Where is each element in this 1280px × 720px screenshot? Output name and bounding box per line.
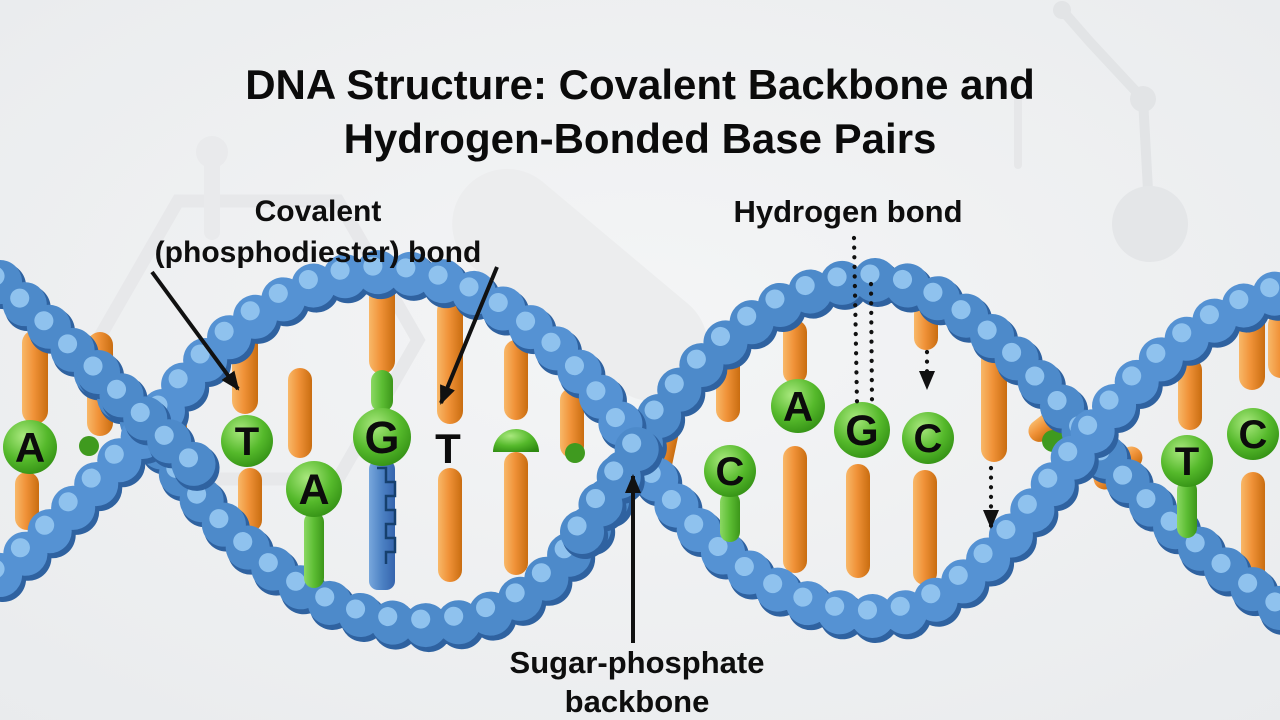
- base-stem-green: [720, 492, 740, 542]
- base-letter: A: [298, 466, 329, 514]
- base-sphere: [1227, 408, 1279, 460]
- base-pair-rung: [504, 452, 528, 575]
- base-C: C: [1227, 408, 1279, 460]
- base-letter: C: [716, 450, 745, 494]
- base-sphere: [286, 461, 342, 517]
- watermark-atom-small: [1053, 1, 1071, 19]
- base-pair-rung: [1241, 472, 1265, 585]
- base-pair-rung: [438, 468, 462, 582]
- backbone-crossover-left-highlight: [83, 356, 203, 472]
- covalent-bond-arrow-left: [150, 270, 240, 391]
- base-T: T: [1161, 435, 1213, 487]
- base-A: A: [3, 420, 57, 474]
- base-pair-rung: [1268, 312, 1280, 378]
- base-pair-rung: [15, 472, 39, 530]
- base-sphere: [902, 412, 954, 464]
- sugar-phosphate-backbones: [0, 249, 1280, 653]
- base-pair-rung: [504, 340, 528, 420]
- base-pair-rung: [560, 388, 584, 458]
- base-stem-green: [304, 512, 324, 588]
- base-pair-rung: [288, 368, 312, 458]
- base-A: A: [771, 379, 825, 433]
- base-sphere: [3, 420, 57, 474]
- base-C: C: [704, 445, 756, 497]
- base-pair-rung: [783, 446, 807, 573]
- backbone-crossover-middle-highlight: [567, 409, 657, 536]
- base-letter: C: [1239, 413, 1268, 457]
- hydrogen-bond-label: Hydrogen bond: [733, 194, 962, 229]
- base-dome: [493, 429, 539, 452]
- base-sphere: [1161, 435, 1213, 487]
- watermark-node: [196, 136, 228, 168]
- covalent-bond-label-line2: (phosphodiester) bond: [155, 236, 482, 269]
- covalent-zipper-rod: [369, 460, 395, 590]
- annotation-layer: DNA Structure: Covalent Backbone and Hyd…: [150, 61, 1035, 719]
- hidden-base-tip: [565, 443, 585, 463]
- base-letter: A: [15, 424, 45, 471]
- watermark-streak: [452, 168, 708, 402]
- base-G: G: [834, 402, 890, 458]
- base-letter: G: [845, 407, 878, 455]
- watermark-atom-big: [1112, 186, 1188, 262]
- base-T: T: [221, 415, 273, 467]
- base-stem-green: [1177, 480, 1197, 538]
- base-sphere: [353, 408, 411, 466]
- covalent-bond-arrow-right: [439, 266, 499, 405]
- sugar-phosphate-label-line1: Sugar-phosphate: [510, 645, 765, 680]
- diagram-title-line1: DNA Structure: Covalent Backbone and: [245, 61, 1035, 108]
- base-sphere: [704, 445, 756, 497]
- diagram-title-line2: Hydrogen-Bonded Base Pairs: [344, 115, 937, 162]
- base-letter: T: [235, 420, 259, 464]
- base-letter: T: [1175, 440, 1199, 484]
- base-pair-rung: [846, 464, 870, 578]
- base-T: T: [435, 425, 461, 472]
- base-letter: G: [364, 412, 399, 463]
- watermark-stem: [204, 158, 220, 240]
- base-pair-rung: [913, 470, 937, 585]
- base-letter: T: [435, 425, 461, 472]
- base-C: C: [902, 412, 954, 464]
- watermark-bond-lines: [1057, 5, 1153, 195]
- base-sphere: [221, 415, 273, 467]
- background-watermark: [90, 1, 1188, 486]
- base-stems-front: [304, 370, 1197, 590]
- covalent-bond-label-line1: Covalent: [255, 195, 382, 228]
- base-sphere: [834, 402, 890, 458]
- base-letter: A: [783, 383, 813, 430]
- hidden-base-tip: [79, 436, 99, 456]
- sugar-phosphate-label-line2: backbone: [565, 684, 710, 719]
- base-pair-rung: [1178, 358, 1202, 430]
- hydrogen-bond-dotted-line-1: [851, 235, 860, 406]
- base-sphere: [771, 379, 825, 433]
- base-pair-rung: [783, 320, 807, 384]
- base-G: G: [353, 408, 411, 466]
- backbone-crossover-middle: [560, 403, 674, 554]
- base-pair-rung: [22, 330, 48, 424]
- base-A: A: [286, 461, 342, 517]
- base-letter: C: [914, 417, 943, 461]
- hydrogen-bond-dotted-line-2: [868, 281, 875, 404]
- watermark-atom-mid: [1130, 86, 1156, 112]
- zipper-pattern: [377, 466, 397, 564]
- base-stem-green: [371, 370, 393, 412]
